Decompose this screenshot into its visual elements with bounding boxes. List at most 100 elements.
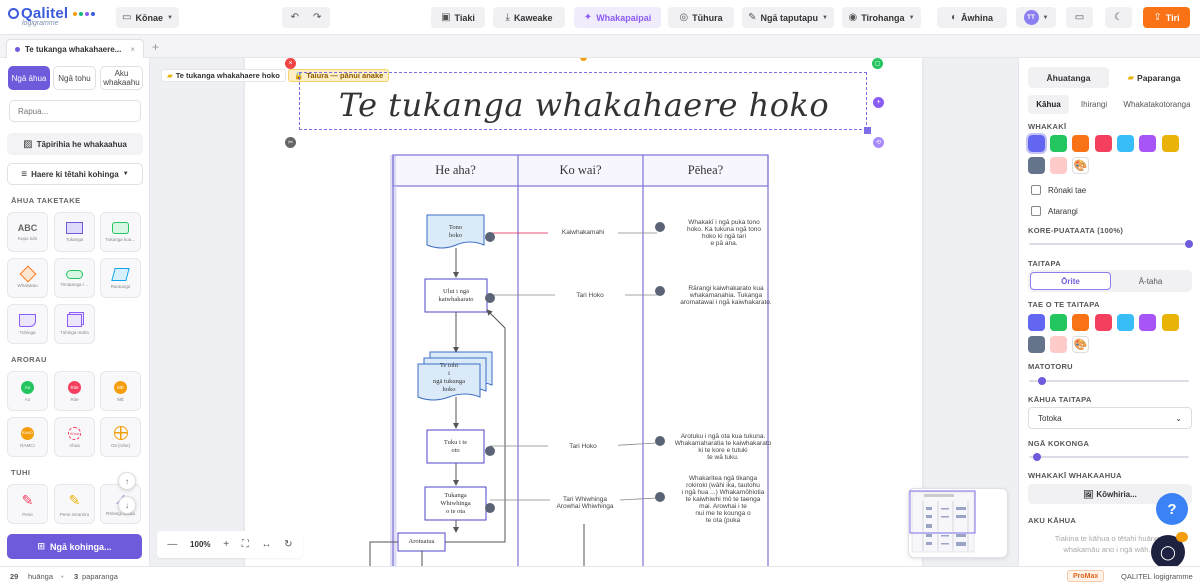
- shadow-checkbox[interactable]: Atarangi: [1031, 206, 1078, 216]
- help-fab[interactable]: ?: [1156, 493, 1188, 525]
- export-button[interactable]: ⤓Kaweake: [493, 7, 565, 28]
- border-style-select[interactable]: Totoka⌄: [1028, 407, 1192, 429]
- opacity-slider[interactable]: [1029, 240, 1193, 248]
- delete-element-icon[interactable]: ×: [285, 58, 296, 69]
- border-swatch-green[interactable]: [1050, 314, 1067, 331]
- redo-icon[interactable]: ↷: [313, 12, 322, 23]
- shape-decision[interactable]: Whakatau: [7, 258, 48, 298]
- present-button[interactable]: ▭: [1066, 7, 1093, 28]
- app-logo[interactable]: Qalitel logigramme: [8, 5, 108, 31]
- file-menu-button[interactable]: ▭Kōnae▼: [116, 7, 179, 28]
- ai-button[interactable]: ✦Whakapaipai: [574, 7, 661, 28]
- canvas-area[interactable]: ▰Te tukanga whakahaere hoko 🔒Taiura — pā…: [150, 58, 1018, 566]
- dark-mode-toggle[interactable]: ☾: [1105, 7, 1132, 28]
- border-swatch-purple[interactable]: [1139, 314, 1156, 331]
- check-button[interactable]: ◎Tūhura: [668, 7, 734, 28]
- more-libraries-button[interactable]: ⊞Ngā kohinga...: [7, 534, 142, 559]
- fill-swatch-red[interactable]: [1095, 135, 1112, 152]
- border-per-side-option[interactable]: Ā-taha: [1138, 276, 1163, 286]
- slider-knob[interactable]: [1185, 240, 1193, 248]
- color-palette-icon[interactable]: 🎨: [1072, 336, 1089, 353]
- subtab-style[interactable]: Kāhua: [1028, 95, 1069, 114]
- fill-swatch-slate[interactable]: [1028, 157, 1045, 174]
- top-handle[interactable]: [580, 58, 587, 61]
- minimap[interactable]: [908, 488, 1008, 558]
- scroll-up-icon[interactable]: ↑: [118, 472, 136, 490]
- reset-view-icon[interactable]: ↻: [284, 539, 293, 550]
- shape-process[interactable]: Tukanga: [54, 212, 95, 252]
- diagram-page[interactable]: [245, 58, 922, 566]
- shape-document[interactable]: Tuhinga: [7, 304, 48, 344]
- shape-search-input[interactable]: [9, 100, 141, 122]
- fill-swatch-purple[interactable]: [1139, 135, 1156, 152]
- column-header-who[interactable]: Ko wai?: [559, 163, 602, 177]
- fill-swatch-green[interactable]: [1050, 135, 1067, 152]
- shape-data[interactable]: Raraunga: [100, 258, 141, 298]
- document-tab[interactable]: Te tukanga whakahaere... ×: [6, 39, 144, 58]
- share-button[interactable]: ⇪Tiri: [1143, 7, 1190, 28]
- column-header-how[interactable]: Pēhea?: [687, 163, 724, 177]
- node-label[interactable]: Arotuatua: [398, 533, 445, 551]
- tool-pen[interactable]: ✎Pene: [7, 484, 48, 524]
- border-swatch-indigo[interactable]: [1028, 314, 1045, 331]
- tab-properties[interactable]: Āhuatanga: [1028, 67, 1109, 88]
- shape-predefined[interactable]: Tukanga kua…: [100, 212, 141, 252]
- selection-box[interactable]: [299, 72, 867, 130]
- slider-knob[interactable]: [1033, 453, 1041, 461]
- border-uniform-option[interactable]: Ōrite: [1030, 272, 1111, 290]
- undo-icon[interactable]: ↶: [290, 12, 299, 23]
- help-menu-button[interactable]: ◐Āwhina: [937, 7, 1007, 28]
- breadcrumb[interactable]: ▰Te tukanga whakahaere hoko: [161, 69, 286, 82]
- choose-image-button[interactable]: 🖼Kōwhiria...: [1028, 484, 1192, 504]
- save-button[interactable]: ▣Tiaki: [431, 7, 485, 28]
- subtab-content[interactable]: Ihirangi: [1080, 100, 1108, 109]
- cut-element-icon[interactable]: ✂: [285, 137, 296, 148]
- border-swatch-pink[interactable]: [1050, 336, 1067, 353]
- user-menu[interactable]: TT▼: [1016, 7, 1056, 28]
- zoom-level[interactable]: 100%: [190, 540, 211, 549]
- goto-library-select[interactable]: ≡Haere ki tētahi kohinga▼: [7, 163, 143, 185]
- diagram-title[interactable]: Te tukanga whakahaere hoko: [338, 86, 830, 124]
- fill-swatch-orange[interactable]: [1072, 135, 1089, 152]
- corners-slider[interactable]: [1029, 453, 1189, 461]
- border-swatch-yellow[interactable]: [1162, 314, 1179, 331]
- close-tab-icon[interactable]: ×: [130, 44, 135, 54]
- border-swatch-slate[interactable]: [1028, 336, 1045, 353]
- resize-handle[interactable]: [864, 127, 871, 134]
- subtab-arrange[interactable]: Whakatakotoranga: [1123, 100, 1191, 109]
- who-label[interactable]: Tari Hoko: [548, 443, 618, 450]
- how-text[interactable]: Arotuku i ngā ota kua tukuna.Whakamahara…: [658, 433, 788, 461]
- zoom-out-icon[interactable]: —: [167, 539, 178, 550]
- add-element-icon[interactable]: +: [873, 97, 884, 108]
- zoom-in-icon[interactable]: +: [223, 539, 230, 550]
- thickness-slider[interactable]: [1029, 377, 1189, 385]
- tab-layers[interactable]: ▰Paparanga: [1114, 67, 1194, 88]
- slider-knob[interactable]: [1037, 377, 1046, 385]
- segment-symbols[interactable]: Ngā tohu: [53, 66, 96, 90]
- column-header-what[interactable]: He aha?: [435, 163, 476, 177]
- who-label[interactable]: Kaiwhakamahi: [548, 229, 618, 236]
- shape-multi-document[interactable]: Tuhinga maha: [54, 304, 95, 344]
- add-tab-icon[interactable]: +: [152, 40, 160, 54]
- fit-width-icon[interactable]: ↔: [261, 539, 272, 550]
- import-image-button[interactable]: ▨Tāpirihia he whakaahua: [7, 133, 143, 155]
- segment-my-images[interactable]: Aku whakaahu: [100, 66, 143, 90]
- fit-screen-icon[interactable]: ⛶: [241, 539, 249, 550]
- link-element-icon[interactable]: ⟲: [873, 137, 884, 148]
- fill-swatch-sky[interactable]: [1117, 135, 1134, 152]
- border-swatch-sky[interactable]: [1117, 314, 1134, 331]
- tool-highlighter[interactable]: ✎Pene miramira: [54, 484, 95, 524]
